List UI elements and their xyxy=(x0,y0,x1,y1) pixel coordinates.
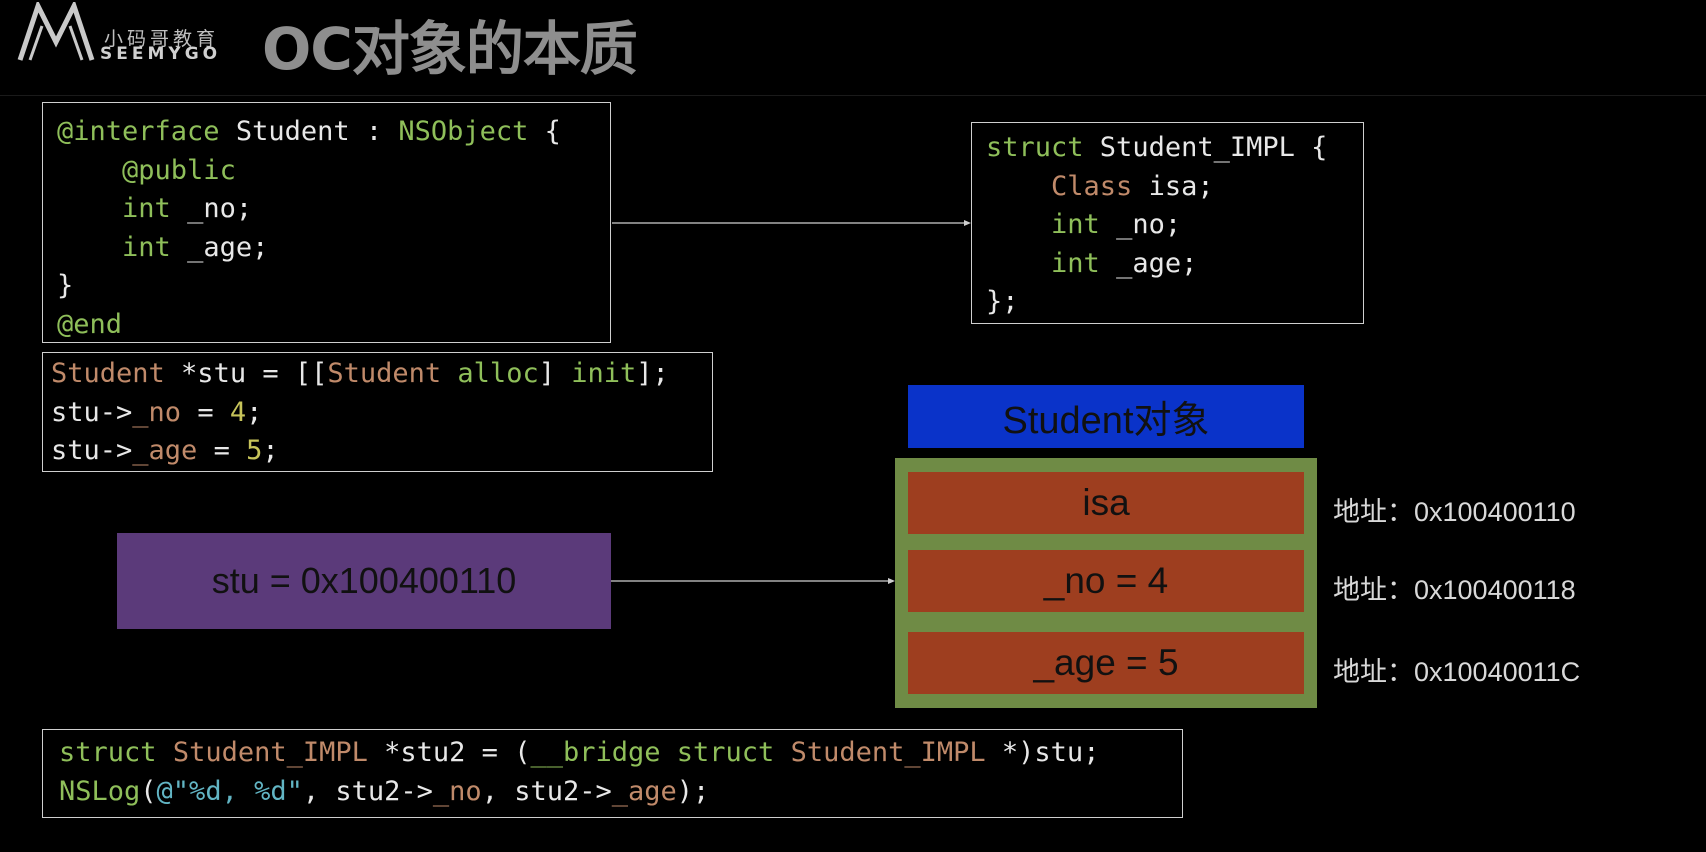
code-token: ; xyxy=(246,396,263,428)
alloc-code-block: Student *stu = [[Student alloc] init];st… xyxy=(42,352,713,472)
pointer-to-object-arrowhead xyxy=(888,578,895,584)
code-line: int _age; xyxy=(57,229,610,268)
code-line: struct Student_IMPL *stu2 = (__bridge st… xyxy=(59,734,1182,773)
code-token: struct xyxy=(59,737,157,768)
code-token: 5 xyxy=(246,435,263,466)
code-line: }; xyxy=(986,283,1363,322)
code-line: NSLog(@"%d, %d", stu2->_no, stu2->_age); xyxy=(59,773,1182,812)
code-token: int xyxy=(1051,247,1100,279)
code-token: _no; xyxy=(170,193,253,224)
code-token: int xyxy=(122,193,171,224)
code-token: _age; xyxy=(1099,247,1198,279)
code-token: isa; xyxy=(1132,170,1214,202)
code-token: = xyxy=(197,435,247,466)
code-token: int xyxy=(1051,209,1100,240)
code-line: stu->_no = 4; xyxy=(51,394,712,433)
code-token: *stu2 = ( xyxy=(367,737,531,768)
age-address-label: 地址：0x10040011C xyxy=(1333,657,1581,687)
code-line: @public xyxy=(57,152,610,191)
code-token: *)stu; xyxy=(985,737,1100,768)
code-token: @end xyxy=(57,308,123,340)
logo-chinese-text: 小码哥教育 xyxy=(104,28,220,50)
code-token: ] xyxy=(538,358,572,389)
code-token: _age; xyxy=(170,231,269,263)
page-title: OC对象的本质 xyxy=(262,15,638,83)
code-token: struct xyxy=(676,737,775,768)
code-line: int _no; xyxy=(986,206,1363,245)
code-token: *stu = [[ xyxy=(164,358,328,389)
code-token: _no xyxy=(432,775,482,807)
code-token: @public xyxy=(122,154,236,186)
code-token: int xyxy=(122,231,171,263)
code-token: stu-> xyxy=(51,435,133,466)
code-token: ( xyxy=(140,775,157,807)
code-token: }; xyxy=(986,286,1019,317)
code-line: stu->_age = 5; xyxy=(51,432,712,471)
code-token: Student xyxy=(51,358,165,389)
code-token: ]; xyxy=(636,358,669,389)
interface-to-struct-arrowhead xyxy=(964,220,971,226)
code-token: _no; xyxy=(1099,209,1182,240)
no-address-label: 地址：0x100400118 xyxy=(1333,575,1576,605)
code-token: _age xyxy=(611,775,677,807)
student-object-memory: isa _no = 4 _age = 5 xyxy=(895,458,1317,708)
code-token: Student_IMPL xyxy=(172,737,368,768)
code-token: @interface xyxy=(57,116,220,147)
code-line: Class isa; xyxy=(986,168,1363,207)
code-token: { xyxy=(528,116,561,147)
code-token: ); xyxy=(676,775,710,807)
code-line: struct Student_IMPL { xyxy=(986,129,1363,168)
isa-cell: isa xyxy=(908,472,1304,534)
code-token: } xyxy=(57,270,74,301)
code-token: , stu2-> xyxy=(302,775,433,807)
code-token: NSObject xyxy=(398,116,529,147)
code-token: Student : xyxy=(219,116,399,147)
code-token: __bridge xyxy=(530,737,661,768)
code-token: Student xyxy=(327,358,442,389)
code-token: init xyxy=(571,358,637,389)
code-token: _no xyxy=(132,396,182,428)
code-line: Student *stu = [[Student alloc] init]; xyxy=(51,355,712,394)
code-line: @interface Student : NSObject { xyxy=(57,113,610,152)
code-token: Class xyxy=(1051,170,1133,202)
no-cell: _no = 4 xyxy=(908,550,1304,612)
header-divider xyxy=(0,95,1706,96)
student-object-title: Student对象 xyxy=(908,385,1304,448)
code-line: int _no; xyxy=(57,190,610,229)
code-token: stu-> xyxy=(51,396,133,428)
impl-struct-code-block: struct Student_IMPL { Class isa; int _no… xyxy=(971,122,1364,324)
code-token: struct xyxy=(986,132,1084,163)
code-token: , stu2-> xyxy=(481,775,612,807)
code-token: @"%d, %d" xyxy=(156,775,303,807)
code-token: 4 xyxy=(229,396,247,428)
logo-english-text: SEEMYGO xyxy=(100,44,222,64)
code-token: = xyxy=(181,396,230,428)
code-line: } xyxy=(57,267,610,306)
code-token: Student_IMPL { xyxy=(1083,132,1328,163)
seemygo-logo-icon xyxy=(17,2,95,61)
code-token: Student_IMPL xyxy=(790,737,986,768)
code-token: NSLog xyxy=(59,775,141,807)
code-token: alloc xyxy=(457,358,539,389)
interface-code-block: @interface Student : NSObject { @public … xyxy=(42,102,611,343)
age-cell: _age = 5 xyxy=(908,632,1304,694)
code-line: int _age; xyxy=(986,245,1363,284)
isa-address-label: 地址：0x100400110 xyxy=(1333,497,1576,527)
code-token: ; xyxy=(262,435,279,466)
bridge-code-block: struct Student_IMPL *stu2 = (__bridge st… xyxy=(42,729,1183,818)
code-line: @end xyxy=(57,306,610,345)
code-token: _age xyxy=(132,435,198,466)
stu-pointer-box: stu = 0x100400110 xyxy=(117,533,611,629)
